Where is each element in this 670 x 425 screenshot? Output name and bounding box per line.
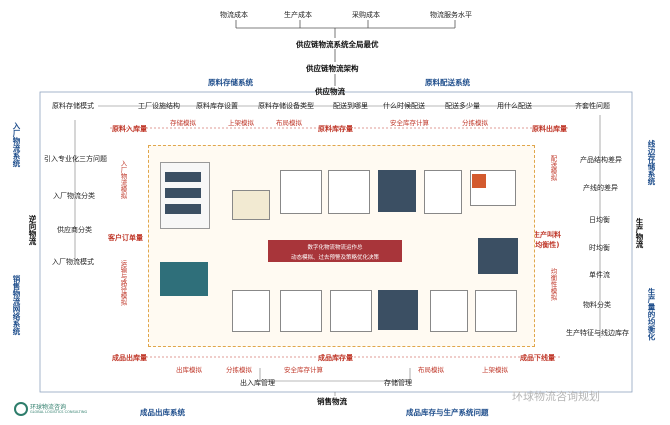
- watermark: 环球物流咨询规划: [512, 390, 600, 403]
- top-cost-3: 采购成本: [352, 11, 380, 19]
- right-col-2: 产线的差异: [583, 184, 618, 192]
- top-cost-2: 生产成本: [284, 11, 312, 19]
- core-bottom-card-3: [330, 290, 372, 332]
- right-vertical-mid: 生产物流: [635, 218, 644, 248]
- core-card-2: [280, 170, 322, 214]
- left-vertical-top: 入厂物流系统: [12, 122, 21, 167]
- core-bottom-card-2: [280, 290, 322, 332]
- top-row-2: 工厂设施结构: [138, 102, 180, 110]
- red-label-top-5: 分拣模拟: [462, 119, 488, 127]
- left-vertical-mid: 逆向物流: [28, 215, 37, 245]
- supply-logistics-label: 供应物流: [315, 87, 345, 96]
- top-row-9: 齐套性问题: [575, 102, 610, 110]
- finished-outbound-system: 成品出库系统: [140, 408, 185, 417]
- panel-left-top-block-3: [165, 204, 201, 214]
- panel-right-mid: [478, 238, 518, 274]
- red-label-top-2: 上架模拟: [228, 119, 254, 127]
- finished-storage-system: 成品库存与生产系统问题: [406, 408, 489, 417]
- bottom-red-label-2: 分拣模拟: [226, 366, 252, 374]
- core-center-line1: 数字化物流物流运作总: [307, 245, 363, 251]
- left-col-2: 入厂物流分类: [53, 192, 95, 200]
- right-vertical-bottom: 生产量的均衡化: [647, 288, 656, 341]
- core-center-banner: 数字化物流物流运作总 动态模拟、过去预警及策略优化决策: [268, 240, 402, 262]
- production-call: 生产叫料: [533, 231, 561, 239]
- panel-left-bottom: [160, 262, 208, 296]
- core-bottom-card-4: [378, 290, 418, 330]
- left-vertical-bottom: 销售物流网络系统: [12, 275, 21, 335]
- bottom-red-label-1: 出库模拟: [176, 366, 202, 374]
- right-col-4: 时均衡: [589, 244, 610, 252]
- core-bottom-card-5: [430, 290, 468, 332]
- logo-text: 环球物流咨询: [30, 404, 67, 411]
- raw-storage-system: 原料存储系统: [208, 78, 253, 87]
- core-card-6-accent: [472, 174, 486, 188]
- core-card-3: [328, 170, 370, 214]
- logo-sub: GLOBAL LOGISTICS CONSULTING: [30, 410, 88, 414]
- raw-outbound-qty: 原料出库量: [532, 125, 567, 133]
- right-col-5: 单件流: [589, 271, 610, 279]
- red-label-top-3: 布局模拟: [276, 119, 302, 127]
- top-row-7: 配送多少量: [445, 102, 480, 110]
- architecture-label: 供应链物流架构: [306, 64, 359, 73]
- core-card-4: [378, 170, 416, 212]
- left-col-3: 供应商分类: [57, 226, 92, 234]
- core-card-5: [424, 170, 462, 214]
- finished-offline-qty: 成品下线量: [520, 354, 555, 362]
- left-col-1: 引入专业化三方问题: [44, 155, 107, 163]
- core-card-6: [470, 170, 516, 206]
- red-label-top-1: 存储模拟: [170, 119, 196, 127]
- panel-left-top-block-1: [165, 172, 201, 182]
- top-cost-1: 物流成本: [220, 11, 248, 19]
- core-bottom-card-6: [475, 290, 517, 332]
- core-bottom-card-1: [232, 290, 270, 332]
- top-cost-4: 物流服务水平: [430, 11, 472, 19]
- top-row-4: 原料存储设备类型: [258, 102, 314, 110]
- core-center-line2: 动态模拟、过去预警及策略优化决策: [290, 255, 379, 261]
- finished-outbound-qty: 成品出库量: [112, 354, 147, 362]
- top-row-5: 配送到哪里: [333, 102, 368, 110]
- raw-inventory-qty: 原料库存量: [318, 125, 353, 133]
- bottom-red-label-3: 安全库存计算: [284, 366, 323, 374]
- balance-sim-label: 均衡性模拟: [549, 268, 557, 301]
- right-col-3: 日均衡: [589, 216, 610, 224]
- sales-logistics-label: 销售物流: [317, 397, 347, 406]
- customer-order-qty: 客户订单量: [108, 234, 143, 242]
- logo-mark-icon: [14, 402, 28, 416]
- right-col-7: 生产特征与线边库存: [566, 329, 629, 337]
- left-col-4: 入厂物流模式: [52, 258, 94, 266]
- production-balance: (均衡性): [532, 241, 560, 249]
- raw-inbound-qty: 原料入库量: [112, 125, 147, 133]
- top-row-1: 原料存储模式: [52, 102, 94, 110]
- storage-management: 存储管理: [384, 379, 412, 387]
- inout-management: 出入库管理: [240, 379, 275, 387]
- right-col-1: 产品结构差异: [580, 156, 622, 164]
- transport-sim-label: 运输与路径模拟: [119, 260, 127, 306]
- inbound-sim-label: 入厂物流模拟: [119, 160, 127, 199]
- panel-left-top-block-2: [165, 188, 201, 198]
- finished-inventory-qty: 成品库存量: [318, 354, 353, 362]
- bottom-red-label-5: 上架模拟: [482, 366, 508, 374]
- right-vertical-top: 线边存储系统: [647, 140, 656, 185]
- core-card-1: [232, 190, 270, 220]
- top-row-3: 原料库存设置: [196, 102, 238, 110]
- goal-label: 供应链物流系统全局最优: [296, 40, 379, 49]
- raw-delivery-system: 原料配送系统: [425, 78, 470, 87]
- top-row-6: 什么时候配送: [383, 102, 425, 110]
- bottom-red-label-4: 布局模拟: [418, 366, 444, 374]
- right-col-6: 物料分类: [583, 301, 611, 309]
- delivery-sim-label: 配送模拟: [549, 155, 557, 181]
- top-row-8: 用什么配送: [497, 102, 532, 110]
- red-label-top-4: 安全库存计算: [390, 119, 429, 127]
